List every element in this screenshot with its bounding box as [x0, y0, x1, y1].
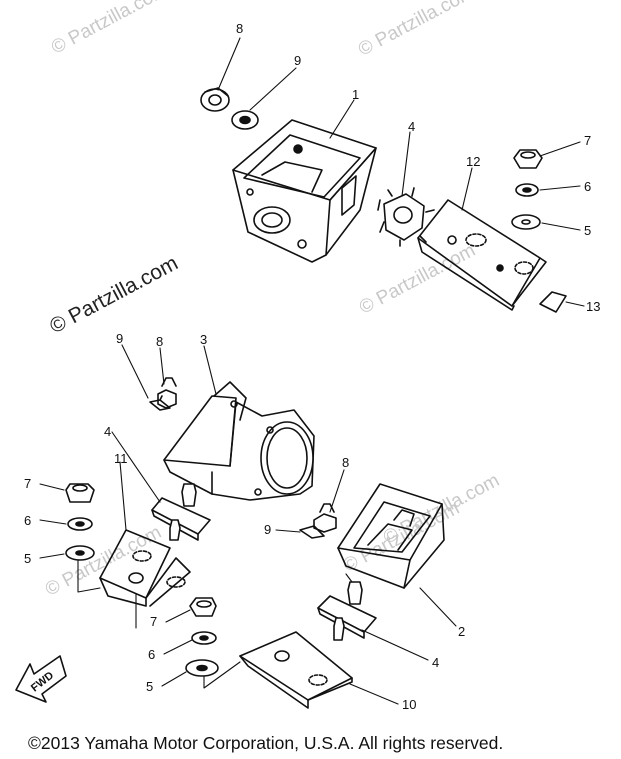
damper-part-4-top [377, 187, 435, 247]
bracket-part-1 [232, 119, 377, 263]
leader-lines-mid [121, 344, 217, 399]
callout-8: 8 [342, 455, 350, 470]
callout-8: 8 [156, 334, 164, 349]
washer-part-9-top [231, 110, 259, 130]
washer-part-6-left [67, 517, 93, 531]
nut-part-7-bottom [189, 597, 217, 617]
callout-5: 5 [146, 679, 154, 694]
nut-part-8-mid [157, 377, 177, 409]
washer-part-6-top [515, 183, 539, 197]
callout-13: 13 [586, 299, 601, 314]
plate-part-12 [417, 199, 547, 311]
leader-lines-bottom [161, 609, 399, 705]
callout-9: 9 [264, 522, 272, 537]
callout-2: 2 [458, 624, 466, 639]
leader-lines-right [275, 469, 457, 661]
callout-8: 8 [236, 21, 244, 36]
callout-9: 9 [294, 53, 302, 68]
bracket-part-3 [163, 381, 315, 501]
washer-part-5-top [511, 214, 541, 230]
bracket-part-11 [99, 529, 191, 607]
callout-10: 10 [402, 697, 417, 712]
cap-part-13 [539, 291, 567, 313]
nut-part-8-top [200, 87, 230, 112]
callout-1: 1 [352, 87, 360, 102]
washer-part-6-bottom [191, 631, 217, 645]
callout-5: 5 [584, 223, 592, 238]
washer-part-5-bottom [185, 659, 219, 677]
callout-11: 11 [114, 451, 128, 466]
callout-12: 12 [466, 154, 481, 169]
callout-6: 6 [584, 179, 592, 194]
bracket-part-2 [337, 483, 445, 589]
callout-9: 9 [116, 331, 124, 346]
copyright-notice: ©2013 Yamaha Motor Corporation, U.S.A. A… [28, 733, 504, 753]
callout-4: 4 [408, 119, 416, 134]
callout-5: 5 [24, 551, 32, 566]
nut-part-8-right [313, 503, 337, 533]
callout-3: 3 [200, 332, 208, 347]
washer-part-9-mid [149, 395, 171, 411]
plate-part-10 [239, 631, 353, 709]
nut-part-7-left [65, 483, 95, 503]
callout-6: 6 [148, 647, 156, 662]
callout-6: 6 [24, 513, 32, 528]
damper-part-4-left [151, 483, 211, 541]
callout-4: 4 [432, 655, 440, 670]
callout-4: 4 [104, 424, 112, 439]
leader-lines-top [217, 37, 585, 307]
damper-part-4-right [317, 581, 377, 641]
callout-7: 7 [24, 476, 32, 491]
washer-part-9-right [299, 525, 325, 539]
leader-lines-left [39, 431, 161, 629]
callout-7: 7 [150, 614, 158, 629]
nut-part-7-top [513, 149, 543, 169]
washer-part-5-left [65, 545, 95, 561]
forward-arrow-icon [15, 655, 67, 703]
callout-7: 7 [584, 133, 592, 148]
